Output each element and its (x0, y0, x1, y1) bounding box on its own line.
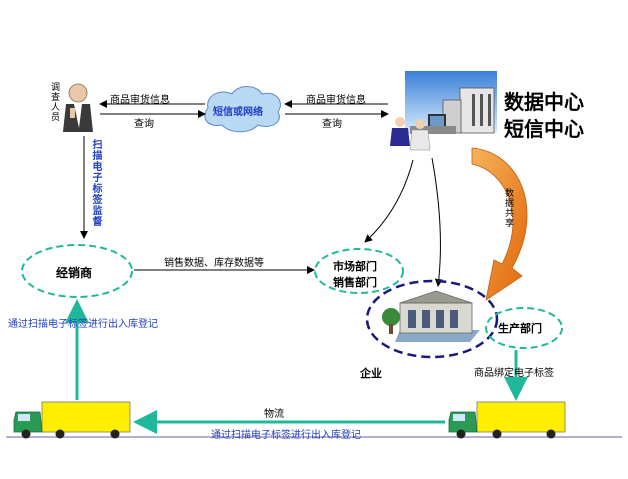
data-center-building-icon (405, 71, 497, 134)
network-cloud-icon (204, 86, 281, 133)
inspector-label: 调查人员 (49, 82, 59, 122)
logistics-register-label: 通过扫描电子标签进行出入库登记 (211, 430, 361, 441)
left-info-label: 商品审货信息 (110, 95, 170, 106)
market-ellipse (314, 248, 404, 294)
production-dept-label: 生产部门 (498, 322, 542, 335)
enterprise-building-icon (382, 290, 480, 342)
inspector-person-icon (63, 83, 93, 132)
network-label: 短信或网络 (213, 107, 263, 118)
right-truck-icon (448, 401, 566, 439)
arrow-center-to-market (364, 159, 414, 243)
right-query-label: 查询 (322, 119, 342, 130)
data-sharing-arrow (471, 147, 528, 301)
data-center-label: 数据中心 (504, 90, 584, 114)
production-ellipse (485, 307, 563, 349)
operator-workstation-icon (390, 114, 456, 151)
logistics-label: 物流 (264, 409, 284, 420)
dealer-flow-label: 销售数据、库存数据等 (164, 258, 264, 269)
arrow-center-to-enterprise (431, 157, 443, 287)
market-dept-label: 市场部门 (333, 260, 377, 273)
dealer-label: 经销商 (56, 266, 93, 280)
data-sharing-label: 数据共享 (503, 188, 513, 228)
dealer-ellipse (21, 244, 133, 298)
sms-center-label: 短信中心 (504, 117, 584, 141)
enterprise-label: 企业 (360, 367, 382, 380)
left-query-label: 查询 (134, 119, 154, 130)
dealer-register-label: 通过扫描电子标签进行出入库登记 (8, 319, 158, 330)
left-truck-icon (13, 401, 131, 439)
bind-tag-label: 商品绑定电子标签 (474, 368, 554, 379)
scan-supervise-label: 扫描电子标签监督 (90, 139, 101, 227)
right-info-label: 商品审货信息 (306, 95, 366, 106)
enterprise-ellipse (365, 279, 499, 359)
sales-dept-label: 销售部门 (333, 276, 377, 289)
